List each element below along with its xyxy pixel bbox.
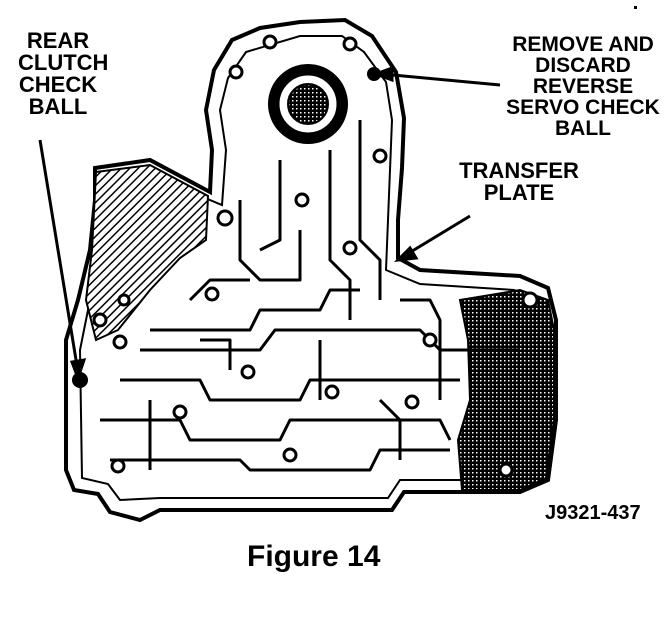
stray-dot (634, 6, 637, 9)
callout-line: TRANSFER (459, 158, 579, 183)
callout-line: DISCARD (535, 54, 631, 77)
callout-line: CLUTCH (18, 50, 109, 75)
callout-line: REAR (26, 28, 90, 53)
hatched-region-left (84, 163, 210, 342)
callout-line: REMOVE AND (512, 33, 654, 56)
figure-code: J9321-437 (545, 502, 641, 524)
fluid-passages (100, 120, 520, 472)
callout-line: SERVO CHECK (506, 96, 660, 119)
callout-line: BALL (555, 117, 611, 140)
callout-remove-and-discard: REMOVE AND DISCARD REVERSE SERVO CHECK B… (498, 34, 668, 139)
callout-line: REVERSE (532, 75, 634, 98)
callout-line: BALL (28, 94, 88, 119)
dense-region-right (456, 288, 555, 491)
plate-inner-outline (78, 35, 546, 502)
leader-lines (38, 65, 501, 383)
bolt-holes (92, 34, 539, 478)
figure-caption: Figure 14 (247, 540, 381, 573)
callout-rear-clutch-check-ball: REAR CLUTCH CHECK BALL (18, 28, 109, 119)
transfer-plate-outline (64, 17, 558, 523)
callout-line: PLATE (483, 180, 555, 205)
callout-line: CHECK (18, 72, 98, 97)
callout-transfer-plate: TRANSFER PLATE (454, 160, 584, 204)
